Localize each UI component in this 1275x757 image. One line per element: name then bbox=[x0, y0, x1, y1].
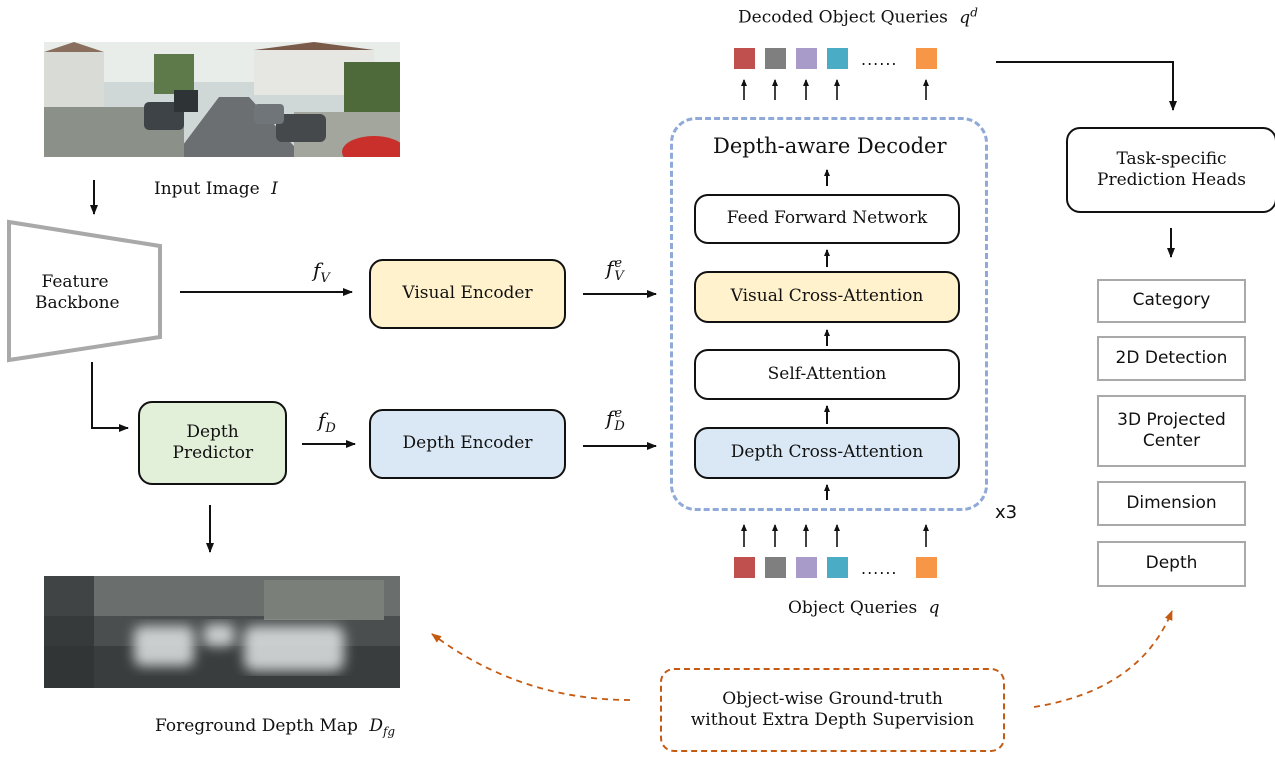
foreground-caption: Foreground Depth Map Dfg bbox=[155, 716, 396, 739]
object-query-ellipsis: ...... bbox=[861, 559, 898, 578]
object-query-4 bbox=[827, 557, 848, 578]
dashed-arrow-to-heads bbox=[1033, 610, 1173, 708]
input-image bbox=[44, 42, 400, 157]
depth-predictor: Depth Predictor bbox=[138, 401, 287, 485]
prediction-heads: Task-specific Prediction Heads bbox=[1066, 127, 1275, 213]
object-query-2 bbox=[765, 557, 786, 578]
object-query-1 bbox=[734, 557, 755, 578]
object-query-5 bbox=[916, 557, 937, 578]
head-3d-projected-center: 3D Projected Center bbox=[1097, 395, 1246, 467]
decoder-visual-cross-attention: Visual Cross-Attention bbox=[694, 271, 960, 323]
dashed-arrow-to-foreground bbox=[431, 633, 631, 701]
head-category: Category bbox=[1097, 279, 1246, 323]
decoder-container bbox=[670, 117, 988, 511]
label-fv: fV bbox=[313, 258, 330, 286]
head-2d-detection: 2D Detection bbox=[1097, 336, 1246, 381]
decoder-self-attention: Self-Attention bbox=[694, 349, 960, 400]
object-queries-caption: Object Queries q bbox=[788, 598, 940, 618]
decoded-query-5 bbox=[916, 48, 937, 69]
object-query-3 bbox=[796, 557, 817, 578]
foreground-depth-map bbox=[44, 576, 400, 688]
decoded-queries-caption: Decoded Object Queries qd bbox=[738, 5, 978, 28]
decoder-depth-cross-attention: Depth Cross-Attention bbox=[694, 427, 960, 479]
decoder-repeat: x3 bbox=[995, 502, 1018, 523]
decoded-query-1 bbox=[734, 48, 755, 69]
decoded-query-4 bbox=[827, 48, 848, 69]
arrow-backbone-to-predictor bbox=[91, 362, 129, 432]
visual-encoder: Visual Encoder bbox=[369, 259, 566, 329]
label-fd: fD bbox=[318, 408, 336, 436]
ground-truth-box: Object-wise Ground-truth without Extra D… bbox=[660, 668, 1005, 752]
input-image-label: Input Image bbox=[154, 179, 260, 199]
decoded-query-2 bbox=[765, 48, 786, 69]
arrow-decoded-to-heads bbox=[996, 61, 1177, 111]
decoder-ffn: Feed Forward Network bbox=[694, 194, 960, 244]
depth-encoder: Depth Encoder bbox=[369, 409, 566, 479]
input-image-caption: Input Image I bbox=[154, 179, 278, 199]
decoded-query-ellipsis: ...... bbox=[861, 50, 898, 69]
head-dimension: Dimension bbox=[1097, 481, 1246, 526]
head-depth: Depth bbox=[1097, 541, 1246, 587]
input-image-symbol: I bbox=[271, 179, 278, 199]
feature-backbone: Feature Backbone bbox=[35, 271, 120, 313]
decoder-title: Depth-aware Decoder bbox=[713, 134, 947, 158]
decoded-query-3 bbox=[796, 48, 817, 69]
